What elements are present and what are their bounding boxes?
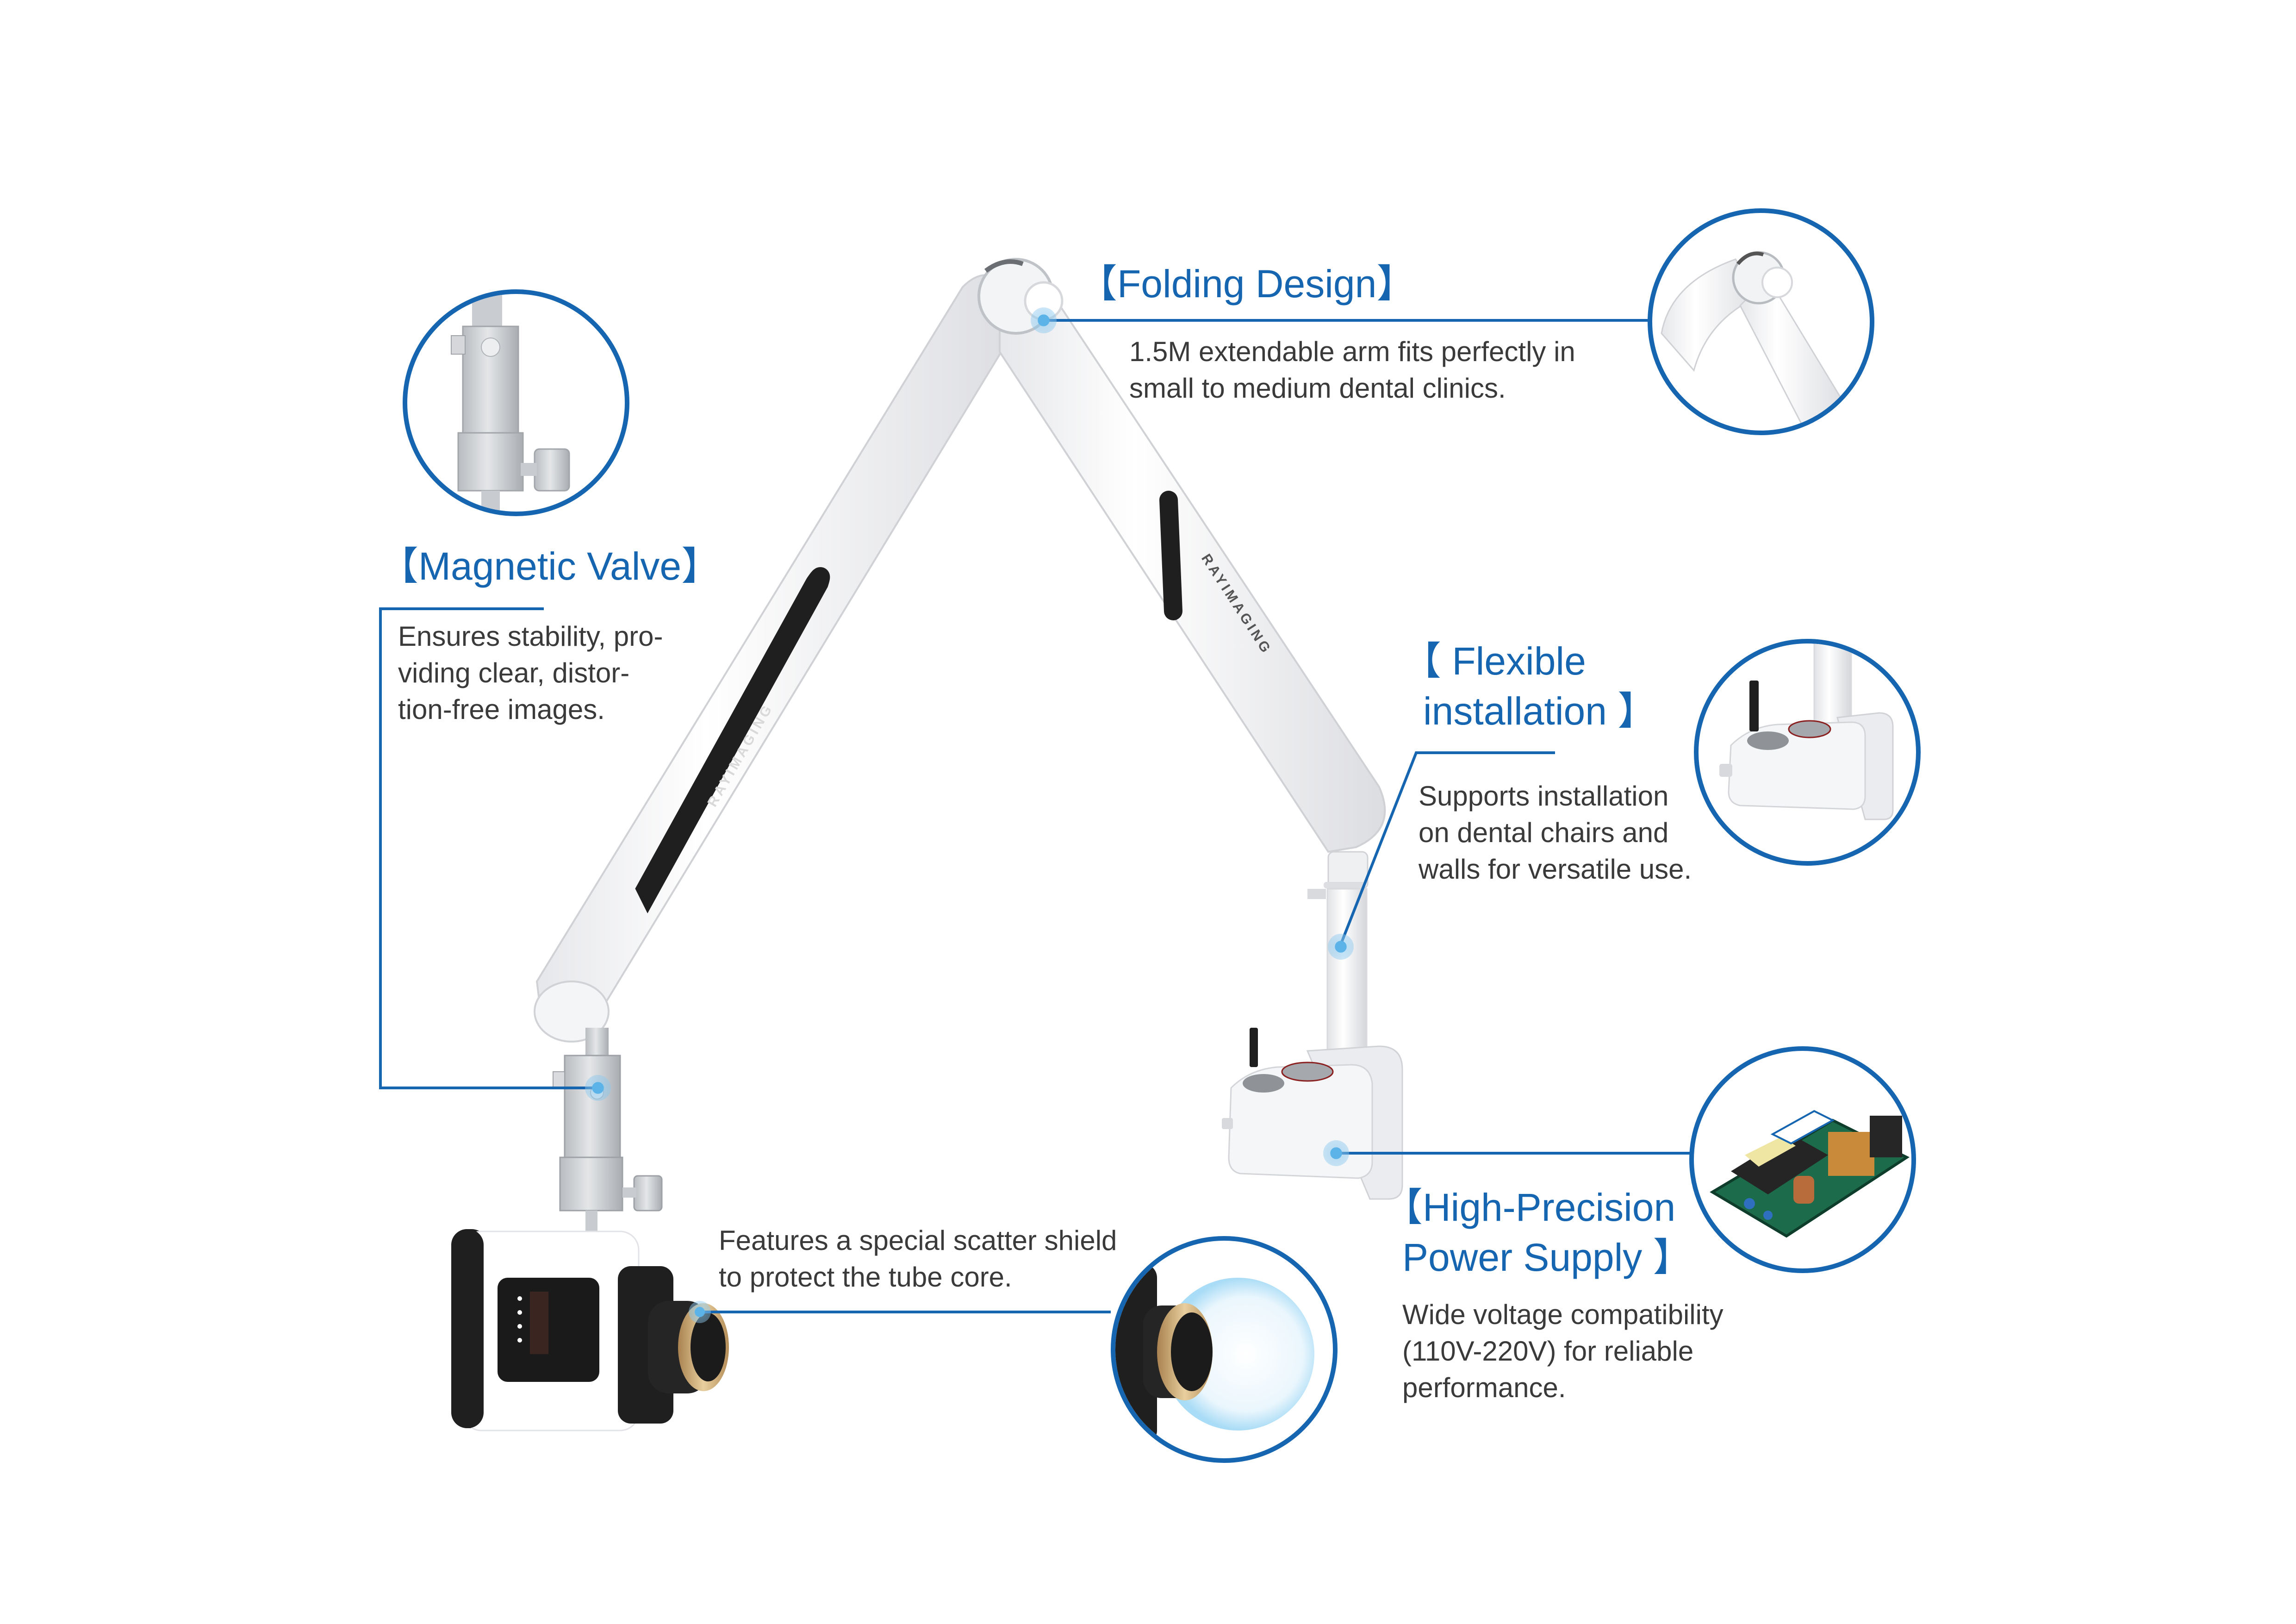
hotspot-scatter-shield[interactable] — [689, 1301, 711, 1323]
flexible-installation-desc-line: walls for versatile use. — [1419, 854, 1692, 885]
elbow-joint — [534, 981, 610, 1056]
magnetic-valve-inset — [403, 289, 629, 516]
wall-mount-bracket — [1222, 1028, 1403, 1200]
flexible-installation-title-line: installation 】 — [1423, 689, 1657, 733]
power-supply-title-line: Power Supply 】 — [1402, 1235, 1692, 1279]
power-supply-title-line: 【High-Precision — [1384, 1186, 1676, 1229]
magnetic-valve-desc-line: viding clear, distor- — [398, 657, 630, 689]
power-supply-desc-line: (110V-220V) for reliable — [1402, 1336, 1694, 1367]
scatter-shield-desc-line: to protect the tube core. — [719, 1262, 1012, 1293]
flexible-installation-title: 【 Flexible installation 】 — [1402, 637, 1656, 736]
magnetic-valve-description: Ensures stability, pro- viding clear, di… — [398, 618, 663, 728]
flexible-installation-desc-line: Supports installation — [1419, 781, 1669, 812]
magnetic-valve-desc-line: Ensures stability, pro- — [398, 621, 663, 652]
xray-tube-head — [451, 1229, 729, 1431]
flexible-installation-title-line: 【 Flexible — [1402, 639, 1586, 683]
scatter-shield-desc-line: Features a special scatter shield — [719, 1225, 1117, 1256]
callout-lines — [379, 319, 1692, 1313]
flexible-installation-description: Supports installation on dental chairs a… — [1419, 778, 1692, 888]
hotspots — [585, 307, 1354, 1323]
magnetic-valve-column — [553, 1055, 663, 1231]
mount-pole — [1307, 851, 1369, 1075]
folding-joint-inset — [1648, 208, 1874, 435]
scatter-shield-description: Features a special scatter shield to pro… — [719, 1222, 1117, 1295]
scatter-shield-inset — [1111, 1236, 1338, 1463]
left-arm-segment — [535, 274, 1020, 1029]
hotspot-magnetic-valve[interactable] — [585, 1075, 611, 1101]
power-supply-desc-line: Wide voltage compatibility — [1402, 1299, 1724, 1330]
magnetic-valve-title: 【Magnetic Valve】 — [380, 544, 721, 588]
magnetic-valve-desc-line: tion-free images. — [398, 694, 605, 725]
hotspot-folding-design[interactable] — [1031, 307, 1057, 333]
folding-design-title: 【Folding Design】 — [1078, 262, 1416, 306]
power-supply-desc-line: performance. — [1402, 1372, 1566, 1404]
power-supply-inset — [1689, 1046, 1916, 1273]
wall-mount-inset — [1694, 639, 1921, 866]
folding-design-desc-line: small to medium dental clinics. — [1129, 373, 1506, 404]
power-supply-title: 【High-Precision Power Supply 】 — [1384, 1183, 1692, 1282]
hotspot-flexible-installation[interactable] — [1328, 934, 1354, 960]
folding-design-desc-line: 1.5M extendable arm fits perfectly in — [1129, 336, 1575, 367]
power-supply-description: Wide voltage compatibility (110V-220V) f… — [1402, 1296, 1724, 1406]
flexible-installation-desc-line: on dental chairs and — [1419, 817, 1669, 849]
hotspot-power-supply[interactable] — [1323, 1140, 1349, 1166]
folding-design-description: 1.5M extendable arm fits perfectly in sm… — [1129, 333, 1575, 406]
